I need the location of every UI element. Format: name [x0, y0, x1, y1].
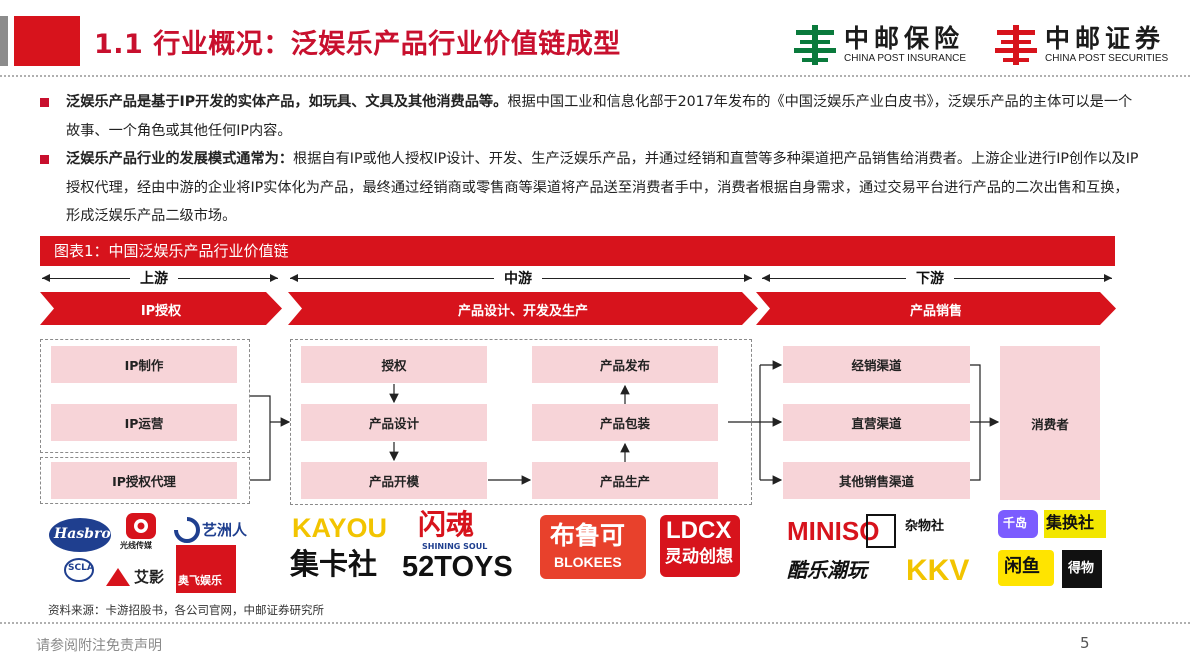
miniso-logo: MINISO — [787, 516, 880, 546]
hasbro-logo: Hasbro — [48, 516, 112, 554]
bullet-item: 泛娱乐产品行业的发展模式通常为：根据自有IP或他人授权IP设计、开发、生产泛娱乐… — [40, 145, 1140, 231]
blokees-logo-en: BLOKEES — [554, 554, 622, 570]
scla-logo-text: SCLA — [68, 563, 94, 573]
node-ip-operation: IP运营 — [51, 404, 237, 441]
node-product-design: 产品设计 — [301, 404, 487, 441]
header-accent-red — [14, 16, 80, 66]
page-title: 1.1 行业概况：泛娱乐产品行业价值链成型 — [94, 29, 621, 60]
kulechaowan-logo: 酷乐潮玩 — [787, 558, 867, 582]
bullet-square-icon — [40, 98, 49, 107]
node-product-production: 产品生产 — [532, 462, 718, 499]
aiying-logo-text: 艾影 — [134, 567, 165, 586]
ldcx-logo-cn: 灵动创想 — [665, 547, 733, 567]
bullet-text: 根据自有IP或他人授权IP设计、开发、生产泛娱乐产品，并通过经销和直营等多种渠道… — [66, 151, 1139, 224]
zawushe-logo: 杂物社 — [905, 519, 945, 534]
card-club-logo: 集卡社 — [290, 547, 378, 581]
china-post-securities-logo: 中邮证券 CHINA POST SECURITIES — [993, 20, 1168, 70]
alpha-group-logo: 奥飞娱乐 — [176, 545, 236, 593]
shining-soul-logo-en: SHINING SOUL — [422, 542, 488, 551]
china-post-logo-icon — [794, 25, 836, 65]
qiandao-logo: 千岛 — [998, 510, 1038, 538]
light-media-logo: 光线传媒 — [118, 512, 164, 550]
bullet-bold-text: 泛娱乐产品行业的发展模式通常为： — [66, 151, 294, 167]
securities-logo-en: CHINA POST SECURITIES — [1045, 53, 1169, 64]
node-consumer: 消费者 — [1000, 346, 1100, 500]
52toys-logo: 52TOYS — [402, 551, 513, 583]
bullet-list: 泛娱乐产品是基于IP开发的实体产品，如玩具、文具及其他消费品等。根据中国工业和信… — [40, 88, 1140, 231]
dewu-logo: 得物 — [1062, 550, 1102, 588]
node-ip-agency: IP授权代理 — [51, 462, 237, 499]
tier-label-downstream: 下游 — [906, 268, 954, 288]
kayou-logo: KAYOU — [292, 513, 388, 543]
yizhouren-logo: 艺洲人 — [174, 515, 247, 545]
bullet-bold-text: 泛娱乐产品是基于IP开发的实体产品，如玩具、文具及其他消费品等。 — [66, 94, 508, 110]
node-direct-channel: 直营渠道 — [783, 404, 970, 441]
chevron-sales — [756, 292, 1116, 325]
china-post-insurance-logo: 中邮保险 CHINA POST INSURANCE — [792, 20, 966, 70]
node-distribution-channel: 经销渠道 — [783, 346, 970, 383]
ip-agency-box — [40, 457, 250, 504]
hasbro-logo-text: Hasbro — [54, 526, 111, 542]
light-media-logo-text: 光线传媒 — [120, 541, 152, 550]
figure-title-bar — [40, 236, 1115, 266]
jihuanshe-logo-text: 集换社 — [1046, 513, 1095, 532]
node-ip-production: IP制作 — [51, 346, 237, 383]
xianyu-logo: 闲鱼 — [998, 550, 1054, 586]
node-product-mold: 产品开模 — [301, 462, 487, 499]
securities-logo-cn: 中邮证券 — [1045, 24, 1166, 53]
zawushe-logo-mark — [866, 514, 896, 548]
stage-label-product-dev: 产品设计、开发及生产 — [457, 304, 588, 319]
tier-label-upstream: 上游 — [130, 268, 178, 288]
source-note: 资料来源：卡游招股书，各公司官网，中邮证券研究所 — [48, 603, 324, 617]
bullet-square-icon — [40, 155, 49, 164]
bullet-text: 根据中国工业和信息化部于2017年发布的《中国泛娱乐产业白皮书》，泛娱乐产品的主… — [66, 94, 1133, 139]
ldcx-logo: LDCX 灵动创想 — [660, 515, 740, 577]
shining-soul-logo: 闪魂 — [418, 508, 475, 541]
blokees-logo-cn: 布鲁可 — [550, 521, 626, 550]
bullet-item: 泛娱乐产品是基于IP开发的实体产品，如玩具、文具及其他消费品等。根据中国工业和信… — [40, 88, 1140, 145]
node-authorization: 授权 — [301, 346, 487, 383]
upstream-group-box — [40, 339, 250, 453]
chevron-ip-license — [40, 292, 282, 325]
stage-label-ip-license: IP授权 — [140, 304, 182, 319]
dewu-logo-text: 得物 — [1068, 561, 1095, 576]
aiying-logo: 艾影 — [104, 564, 164, 590]
figure-title: 图表1：中国泛娱乐产品行业价值链 — [54, 242, 289, 260]
tier-label-midstream: 中游 — [494, 268, 542, 288]
node-other-channel: 其他销售渠道 — [783, 462, 970, 499]
scla-logo: SCLA — [48, 558, 112, 596]
stage-label-sales: 产品销售 — [909, 304, 962, 319]
header-accent-grey — [0, 16, 8, 66]
yizhouren-logo-text: 艺洲人 — [202, 520, 248, 539]
kkv-logo: KKV — [906, 554, 970, 587]
footer-divider — [0, 622, 1190, 624]
node-product-release: 产品发布 — [532, 346, 718, 383]
insurance-logo-cn: 中邮保险 — [844, 24, 965, 53]
blokees-logo: 布鲁可 BLOKEES — [540, 515, 646, 579]
china-post-logo-icon — [995, 25, 1037, 65]
header-divider — [0, 75, 1190, 77]
alpha-group-logo-text: 奥飞娱乐 — [178, 574, 222, 587]
chevron-product-dev — [288, 292, 758, 325]
insurance-logo-en: CHINA POST INSURANCE — [844, 53, 967, 64]
qiandao-logo-text: 千岛 — [1003, 516, 1028, 530]
page-number: 5 — [1080, 634, 1090, 652]
xianyu-logo-text: 闲鱼 — [1004, 556, 1040, 577]
node-product-packaging: 产品包装 — [532, 404, 718, 441]
ldcx-logo-en: LDCX — [666, 517, 732, 544]
jihuanshe-logo: 集换社 — [1044, 510, 1106, 538]
disclaimer-text: 请参阅附注免责声明 — [36, 638, 162, 654]
